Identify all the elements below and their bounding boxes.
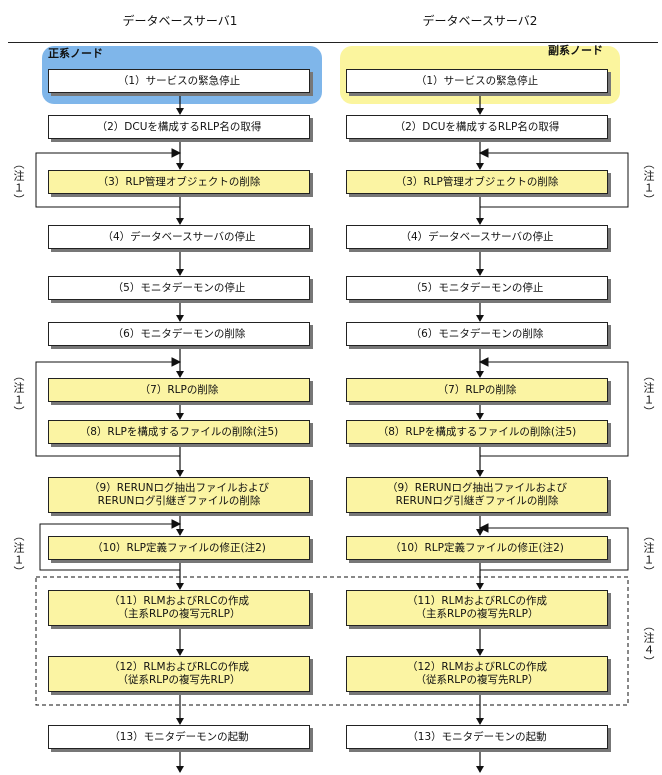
right-step-10: （10）RLP定義ファイルの修正(注2) [346,536,608,560]
right-step-3: （3）RLP管理オブジェクトの削除 [346,170,608,194]
left-step-9: （9）RERUNログ抽出ファイルおよび RERUNログ引継ぎファイルの削除 [48,477,310,513]
left-step-11: （11）RLMおよびRLCの作成 （主系RLPの複写元RLP） [48,590,310,626]
right-step-4: （4）データベースサーバの停止 [346,225,608,249]
right-step-2: （2）DCUを構成するRLP名の取得 [346,115,608,139]
note1-label: （注１） [642,370,655,418]
secondary-node-label: 副系ノード [548,44,603,57]
left-step-1: （1）サービスの緊急停止 [48,69,310,93]
right-step-5: （5）モニタデーモンの停止 [346,276,608,300]
right-step-6: （6）モニタデーモンの削除 [346,322,608,346]
note1-label: （注１） [12,370,25,418]
header-divider [8,42,658,43]
left-step-5: （5）モニタデーモンの停止 [48,276,310,300]
right-step-12: （12）RLMおよびRLCの作成 （従系RLPの複写先RLP） [346,656,608,692]
left-step-4: （4）データベースサーバの停止 [48,225,310,249]
right-step-11: （11）RLMおよびRLCの作成 （主系RLPの複写先RLP） [346,590,608,626]
right-step-7: （7）RLPの削除 [346,378,608,402]
left-step-8: （8）RLPを構成するファイルの削除(注5) [48,420,310,444]
left-step-3: （3）RLP管理オブジェクトの削除 [48,170,310,194]
left-step-10: （10）RLP定義ファイルの修正(注2) [48,536,310,560]
note4-label: （注４） [642,620,655,668]
right-step-13: （13）モニタデーモンの起動 [346,725,608,749]
right-step-9: （9）RERUNログ抽出ファイルおよび RERUNログ引継ぎファイルの削除 [346,477,608,513]
left-step-2: （2）DCUを構成するRLP名の取得 [48,115,310,139]
primary-node-label: 正系ノード [48,47,103,60]
left-step-7: （7）RLPの削除 [48,378,310,402]
right-step-8: （8）RLPを構成するファイルの削除(注5) [346,420,608,444]
server2-title: データベースサーバ2 [422,14,538,28]
note1-label: （注１） [642,530,655,578]
note1-label: （注１） [12,530,25,578]
note1-label: （注１） [12,158,25,206]
note1-label: （注１） [642,158,655,206]
server1-title: データベースサーバ1 [122,14,238,28]
left-step-12: （12）RLMおよびRLCの作成 （従系RLPの複写先RLP） [48,656,310,692]
left-step-13: （13）モニタデーモンの起動 [48,725,310,749]
right-step-1: （1）サービスの緊急停止 [346,69,608,93]
left-step-6: （6）モニタデーモンの削除 [48,322,310,346]
